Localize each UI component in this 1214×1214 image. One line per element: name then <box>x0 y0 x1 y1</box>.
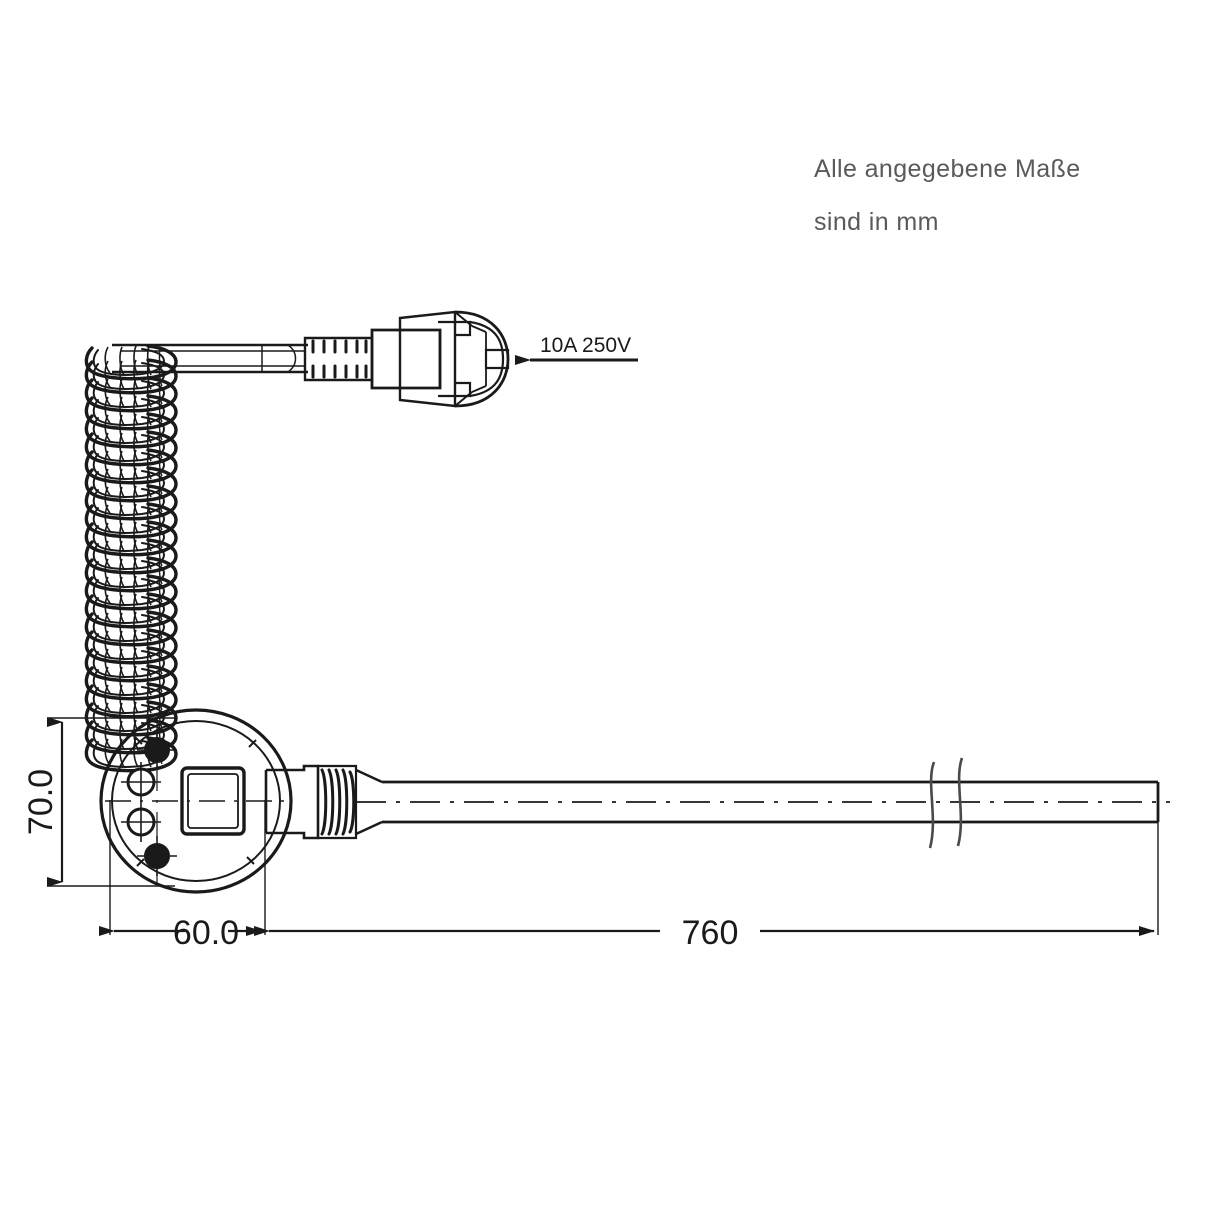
threaded-cable-gland <box>264 764 383 840</box>
plug-rating-callout: 10A 250V <box>515 334 638 365</box>
mounting-hole-lower-mid <box>121 802 161 842</box>
dimension-width: 60.0 <box>99 800 266 952</box>
dimension-height: 70.0 <box>22 717 175 887</box>
upper-lead-cable <box>112 343 308 374</box>
cable-break-symbol <box>928 757 964 849</box>
strain-relief-ribs <box>303 336 374 382</box>
straight-cable <box>356 757 1170 849</box>
schuko-plug <box>370 310 510 408</box>
mounting-hole-upper-mid <box>121 762 161 802</box>
coiled-cable <box>84 344 178 773</box>
note-line-1: Alle angegebene Maße <box>814 155 1081 183</box>
round-flange-connector <box>99 708 293 894</box>
dimension-cable-length: 760 <box>254 782 1159 952</box>
plug-rating-label: 10A 250V <box>540 334 631 357</box>
rectangular-socket <box>180 766 246 836</box>
dimension-width-label: 60.0 <box>173 914 239 952</box>
dimension-cable-length-label: 760 <box>682 914 739 952</box>
dimension-height-label: 70.0 <box>22 769 60 835</box>
note-line-2: sind in mm <box>814 208 939 236</box>
